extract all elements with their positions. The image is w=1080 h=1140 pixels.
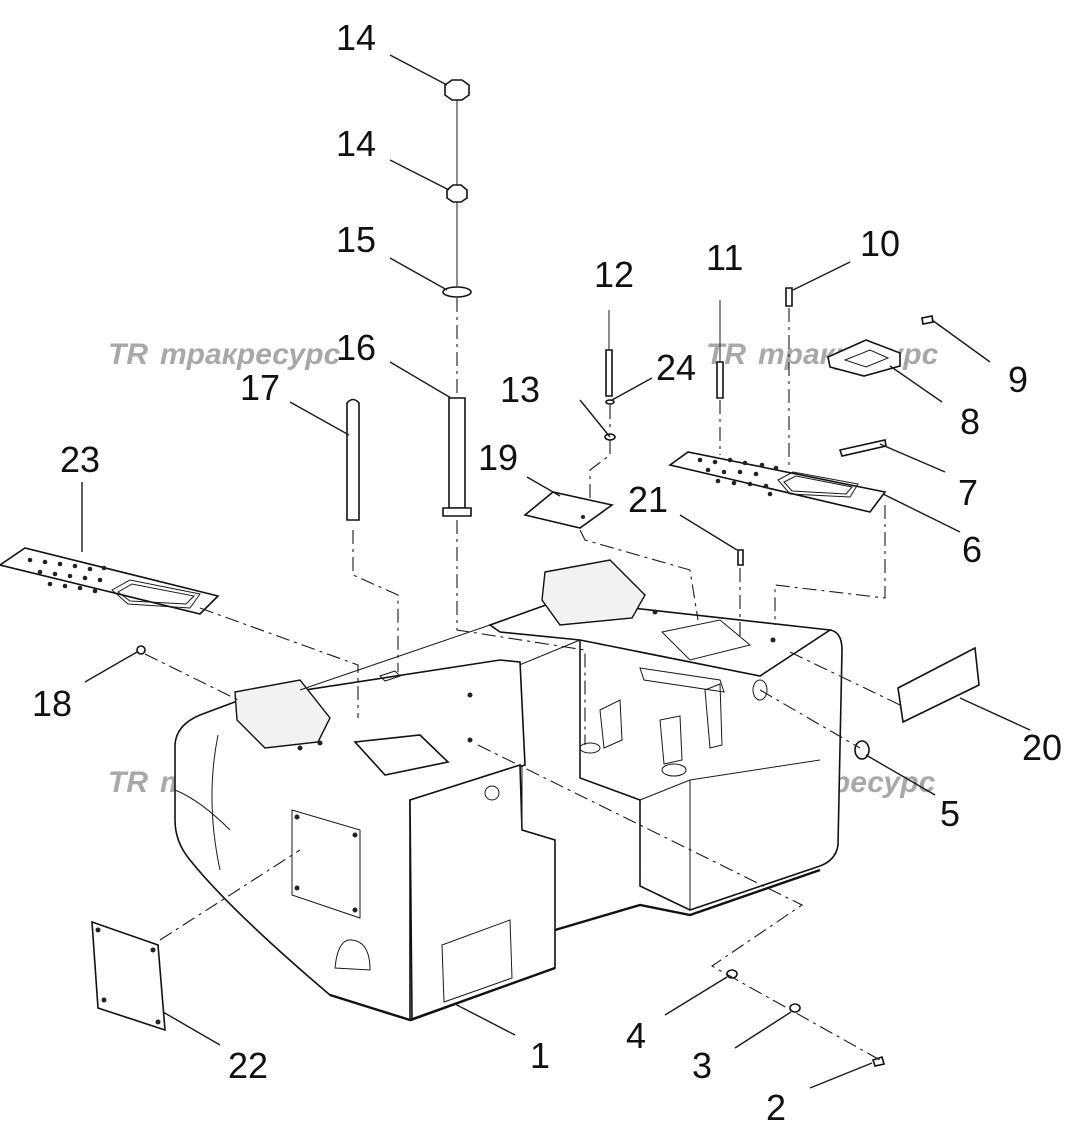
watermark-top-right: TR тракресурс bbox=[706, 338, 939, 371]
main-frame-part-1 bbox=[174, 559, 843, 1022]
callout-16: 16 bbox=[336, 327, 376, 368]
stud-16 bbox=[448, 397, 466, 509]
assembly-lines bbox=[144, 505, 901, 1061]
callout-8: 8 bbox=[960, 401, 980, 442]
panel-20 bbox=[897, 646, 980, 724]
pin-12 bbox=[605, 349, 613, 397]
callout-7: 7 bbox=[958, 472, 978, 513]
callout-18: 18 bbox=[32, 683, 72, 724]
callout-1: 1 bbox=[530, 1035, 550, 1076]
callout-20: 20 bbox=[1022, 727, 1062, 768]
bolt-2 bbox=[871, 1055, 886, 1067]
callout-labels: 14 14 15 16 17 12 11 10 9 8 24 13 19 21 … bbox=[32, 17, 1062, 1128]
plate-23 bbox=[0, 547, 220, 615]
watermark-top-left: TR тракресурс bbox=[108, 338, 341, 371]
stud-assembly bbox=[346, 79, 472, 521]
plate-22 bbox=[91, 920, 166, 1032]
grommet-18 bbox=[136, 645, 146, 655]
callout-14-lower: 14 bbox=[336, 123, 376, 164]
callout-12: 12 bbox=[594, 254, 634, 295]
fastener-hardware bbox=[726, 740, 886, 1067]
callout-2: 2 bbox=[766, 1087, 786, 1128]
pin-11 bbox=[716, 361, 724, 399]
ring-5 bbox=[854, 740, 870, 760]
watermark-text: тракресурс bbox=[160, 338, 341, 371]
nut-14-lower bbox=[446, 184, 468, 203]
pin-17 bbox=[346, 398, 360, 521]
callout-19: 19 bbox=[478, 437, 518, 478]
callout-4: 4 bbox=[626, 1015, 646, 1056]
callout-9: 9 bbox=[1008, 359, 1028, 400]
plate-19 bbox=[523, 491, 614, 529]
callout-5: 5 bbox=[940, 793, 960, 834]
bolt-9 bbox=[921, 315, 934, 325]
callout-11: 11 bbox=[706, 237, 743, 278]
callout-22: 22 bbox=[228, 1045, 268, 1086]
nut-14-top bbox=[444, 79, 470, 101]
callout-23: 23 bbox=[60, 439, 100, 480]
callout-21: 21 bbox=[628, 479, 668, 520]
callout-15: 15 bbox=[336, 219, 376, 260]
callout-17: 17 bbox=[240, 367, 280, 408]
leader-lines bbox=[81, 54, 1031, 1089]
plate-6-holes bbox=[697, 457, 779, 497]
callout-13: 13 bbox=[500, 369, 540, 410]
strip-7 bbox=[838, 439, 887, 457]
watermark-logo: TR bbox=[108, 338, 148, 371]
callout-6: 6 bbox=[962, 529, 982, 570]
washer-3 bbox=[789, 1003, 801, 1013]
callout-24: 24 bbox=[656, 347, 696, 388]
small-pins bbox=[589, 287, 793, 520]
watermark-logo: TR bbox=[706, 338, 746, 371]
washer-15 bbox=[442, 286, 472, 298]
callout-10: 10 bbox=[860, 223, 900, 264]
pin-21 bbox=[737, 549, 744, 566]
callout-14-top: 14 bbox=[336, 17, 376, 58]
pin-10 bbox=[785, 287, 793, 307]
cover-8 bbox=[827, 339, 901, 377]
plate-23-holes bbox=[27, 557, 107, 594]
watermark-logo: TR bbox=[108, 766, 148, 799]
callout-3: 3 bbox=[692, 1045, 712, 1086]
